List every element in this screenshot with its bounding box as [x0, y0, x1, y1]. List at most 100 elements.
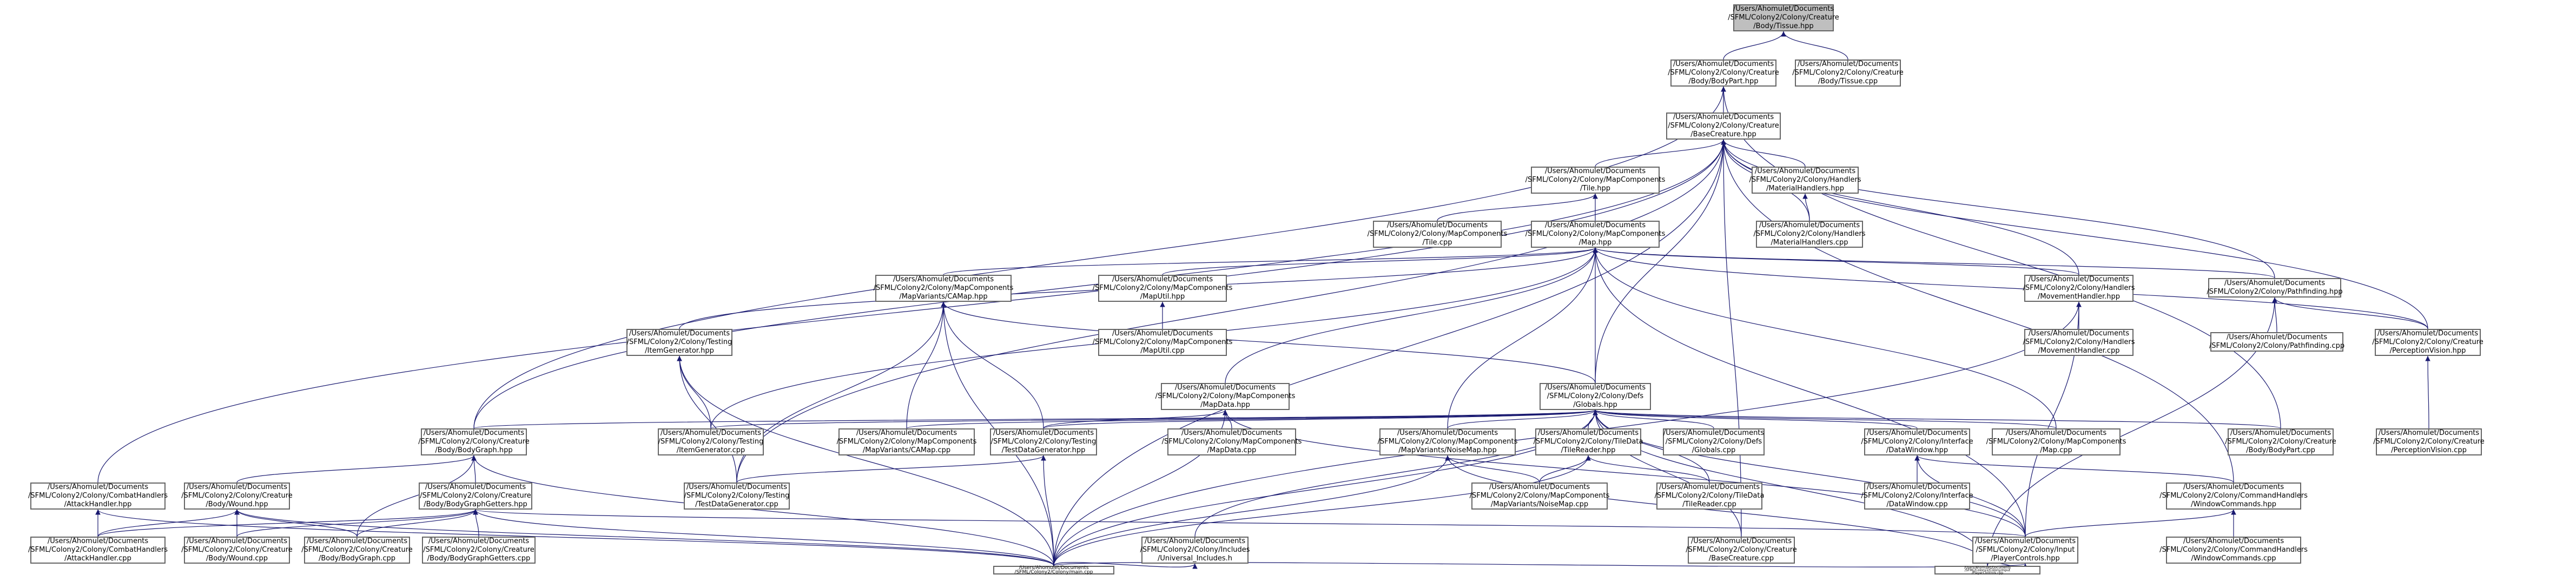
node-bodypart-hpp[interactable]: /Users/Ahomulet/Documents /SFML/Colony2/… — [1668, 60, 1779, 87]
node-label-line: /Users/Ahomulet/Documents — [1544, 221, 1646, 229]
dependency-edge — [2272, 297, 2428, 329]
dependency-edge — [473, 86, 1726, 429]
node-label-line: /SFML/Colony2/Colony/Defs — [1665, 438, 1762, 446]
node-label-line: /Tile.cpp — [1422, 239, 1452, 247]
node-label-line: /SFML/Colony2/Colony/MapComponents — [873, 284, 1014, 292]
node-mapdata-hpp[interactable]: /Users/Ahomulet/Documents /SFML/Colony2/… — [1155, 383, 1295, 410]
node-mapdata-cpp[interactable]: /Users/Ahomulet/Documents /SFML/Colony2/… — [1162, 428, 1302, 455]
dependency-edge — [97, 139, 1726, 483]
node-materialhandlers-hpp[interactable]: /Users/Ahomulet/Documents /SFML/Colony2/… — [1749, 167, 1861, 194]
node-label-line: /SFML/Colony2/Colony/CommandHandlers — [2159, 546, 2308, 554]
node-label-line: /SFML/Colony2/Colony/Creature — [1668, 122, 1779, 130]
node-camap-cpp[interactable]: /Users/Ahomulet/Documents /SFML/Colony2/… — [837, 428, 976, 455]
node-label-line: /Users/Ahomulet/Documents — [186, 483, 288, 491]
node-attackhandler-cpp[interactable]: /Users/Ahomulet/Documents /SFML/Colony2/… — [28, 537, 168, 564]
node-label-line: /Users/Ahomulet/Documents — [47, 483, 149, 491]
node-maputil-cpp[interactable]: /Users/Ahomulet/Documents /SFML/Colony2/… — [1093, 329, 1232, 356]
node-label-line: /Users/Ahomulet/Documents — [428, 537, 530, 545]
node-map-cpp[interactable]: /Users/Ahomulet/Documents /SFML/Colony2/… — [1986, 428, 2126, 455]
node-globals-hpp[interactable]: /Users/Ahomulet/Documents /SFML/Colony2/… — [1540, 383, 1651, 410]
node-playercontrols-hpp[interactable]: /Users/Ahomulet/Documents /SFML/Colony2/… — [1972, 537, 2078, 564]
node-universal-includes-h[interactable]: /Users/Ahomulet/Documents /SFML/Colony2/… — [1140, 537, 1250, 564]
node-label-line: /Users/Ahomulet/Documents — [47, 537, 149, 545]
node-maputil-hpp[interactable]: /Users/Ahomulet/Documents /SFML/Colony2/… — [1093, 275, 1232, 302]
dependency-edge — [906, 301, 946, 429]
node-bodygraph-hpp[interactable]: /Users/Ahomulet/Documents /SFML/Colony2/… — [418, 428, 530, 455]
node-pathfinding-hpp[interactable]: /Users/Ahomulet/Documents /SFML/Colony2/… — [2207, 278, 2343, 298]
node-label-line: /SFML/Colony2/Colony/Testing — [658, 438, 764, 446]
node-tilereader-cpp[interactable]: /Users/Ahomulet/Documents /SFML/Colony2/… — [1655, 483, 1764, 510]
node-windowcommands-hpp[interactable]: /Users/Ahomulet/Documents /SFML/Colony2/… — [2159, 483, 2308, 510]
node-perceptionvision-hpp[interactable]: /Users/Ahomulet/Documents /SFML/Colony2/… — [2372, 329, 2483, 356]
node-label-line: /SFML/Colony2/Colony/Creature — [423, 546, 534, 554]
dependency-edge — [941, 301, 1044, 429]
node-itemgenerator-cpp[interactable]: /Users/Ahomulet/Documents /SFML/Colony2/… — [658, 428, 764, 455]
node-label-line: /SFML/Colony2/Colony/TileData — [1533, 438, 1643, 446]
node-datawindow-hpp[interactable]: /Users/Ahomulet/Documents /SFML/Colony2/… — [1861, 428, 1973, 455]
node-label-line: /Users/Ahomulet/Documents — [993, 429, 1094, 437]
node-materialhandlers-cpp[interactable]: /Users/Ahomulet/Documents /SFML/Colony2/… — [1754, 221, 1866, 248]
node-bodygraph-cpp[interactable]: /Users/Ahomulet/Documents /SFML/Colony2/… — [301, 537, 413, 564]
node-label-line: /Users/Ahomulet/Documents — [186, 537, 288, 545]
dependency-edge — [1593, 409, 1918, 429]
node-wound-hpp[interactable]: /Users/Ahomulet/Documents /SFML/Colony2/… — [181, 483, 293, 510]
node-label-line: /Globals.hpp — [1573, 401, 1617, 409]
node-camap-hpp[interactable]: /Users/Ahomulet/Documents /SFML/Colony2/… — [873, 275, 1014, 302]
node-bodygraphgetters-cpp[interactable]: /Users/Ahomulet/Documents /SFML/Colony2/… — [422, 537, 536, 564]
node-label-line: /Users/Ahomulet/Documents — [1759, 221, 1860, 229]
dependency-edge — [97, 509, 240, 537]
dependency-edge — [1721, 139, 2234, 483]
node-tile-cpp[interactable]: /Users/Ahomulet/Documents /SFML/Colony2/… — [1368, 221, 1507, 248]
node-testdatagenerator-hpp[interactable]: /Users/Ahomulet/Documents /SFML/Colony2/… — [990, 428, 1097, 455]
node-label-line: /Users/Ahomulet/Documents — [2005, 429, 2107, 437]
node-label-line: /Users/Ahomulet/Documents — [1690, 537, 1792, 545]
node-map-hpp[interactable]: /Users/Ahomulet/Documents /SFML/Colony2/… — [1525, 221, 1665, 248]
node-noisemap-hpp[interactable]: /Users/Ahomulet/Documents /SFML/Colony2/… — [1378, 428, 1517, 455]
node-attackhandler-hpp[interactable]: /Users/Ahomulet/Documents /SFML/Colony2/… — [28, 483, 168, 510]
node-movementhandler-cpp[interactable]: /Users/Ahomulet/Documents /SFML/Colony2/… — [2023, 329, 2135, 356]
dependency-edge — [471, 455, 1054, 566]
node-basecreature-cpp[interactable]: /Users/Ahomulet/Documents /SFML/Colony2/… — [1686, 537, 1797, 564]
node-pathfinding-cpp[interactable]: /Users/Ahomulet/Documents /SFML/Colony2/… — [2209, 332, 2344, 352]
node-itemgenerator-hpp[interactable]: /Users/Ahomulet/Documents /SFML/Colony2/… — [626, 329, 732, 356]
node-label-line: /PerceptionVision.cpp — [2391, 446, 2467, 454]
node-label-line: /MaterialHandlers.hpp — [1766, 184, 1845, 193]
node-label-line: /SFML/Colony2/Colony/MapComponents — [1092, 284, 1233, 292]
node-perceptionvision-cpp[interactable]: /Users/Ahomulet/Documents /SFML/Colony2/… — [2373, 428, 2485, 455]
node-label-line: /SFML/Colony2/Colony/MapComponents — [1986, 438, 2126, 446]
dependency-edge — [473, 509, 2026, 537]
dependency-edge — [97, 509, 478, 537]
node-globals-cpp[interactable]: /Users/Ahomulet/Documents /SFML/Colony2/… — [1663, 428, 1765, 455]
node-label-line: /MapUtil.hpp — [1140, 293, 1185, 301]
node-label-line: /SFML/Colony2/Colony/CombatHandlers — [28, 492, 168, 500]
node-label-line: /Users/Ahomulet/Documents — [2183, 483, 2284, 491]
node-label-line: /SFML/Colony2/Colony/main.cpp — [1014, 570, 1093, 575]
node-label-line: /SFML/Colony2/Colony/Creature — [420, 492, 531, 500]
node-tilereader-hpp[interactable]: /Users/Ahomulet/Documents /SFML/Colony2/… — [1533, 428, 1643, 455]
node-main-cpp[interactable]: /Users/Ahomulet/Documents /SFML/Colony2/… — [993, 566, 1114, 575]
node-label-line: /SFML/Colony2/Colony/MapComponents — [1469, 492, 1610, 500]
node-tissue-cpp[interactable]: /Users/Ahomulet/Documents /SFML/Colony2/… — [1792, 60, 1904, 87]
node-label-line: /Body/BodyGraphGetters.cpp — [427, 554, 531, 563]
node-bodygraphgetters-hpp[interactable]: /Users/Ahomulet/Documents /SFML/Colony2/… — [419, 483, 532, 510]
dependency-edge — [1053, 455, 1450, 566]
node-playercontrols-cpp[interactable]: /Users/Ahomulet/Documents /SFML/Colony2/… — [1934, 566, 2040, 574]
node-label-line: /MapData.cpp — [1207, 446, 1257, 454]
node-label-line: /Body/Wound.hpp — [206, 500, 268, 508]
dependency-edge — [1721, 139, 2079, 275]
node-wound-cpp[interactable]: /Users/Ahomulet/Documents /SFML/Colony2/… — [181, 537, 293, 564]
node-testdatagenerator-cpp[interactable]: /Users/Ahomulet/Documents /SFML/Colony2/… — [684, 483, 790, 510]
node-movementhandler-hpp[interactable]: /Users/Ahomulet/Documents /SFML/Colony2/… — [2023, 275, 2135, 302]
node-label-line: /MovementHandler.cpp — [2038, 347, 2120, 355]
dependency-edge — [234, 509, 358, 537]
node-noisemap-cpp[interactable]: /Users/Ahomulet/Documents /SFML/Colony2/… — [1469, 483, 1610, 510]
node-label-line: /TestDataGenerator.hpp — [1001, 446, 1086, 454]
node-label-line: /SFML/Colony2/Colony/CombatHandlers — [28, 546, 168, 554]
node-bodypart-cpp[interactable]: /Users/Ahomulet/Documents /SFML/Colony2/… — [2225, 428, 2336, 455]
node-basecreature-hpp[interactable]: /Users/Ahomulet/Documents /SFML/Colony2/… — [1666, 113, 1781, 140]
node-datawindow-cpp[interactable]: /Users/Ahomulet/Documents /SFML/Colony2/… — [1861, 483, 1973, 510]
node-windowcommands-cpp[interactable]: /Users/Ahomulet/Documents /SFML/Colony2/… — [2159, 537, 2308, 564]
node-label-line: /ItemGenerator.hpp — [645, 347, 714, 355]
dependency-edge — [1593, 409, 1710, 483]
node-tile-hpp[interactable]: /Users/Ahomulet/Documents /SFML/Colony2/… — [1525, 167, 1665, 194]
